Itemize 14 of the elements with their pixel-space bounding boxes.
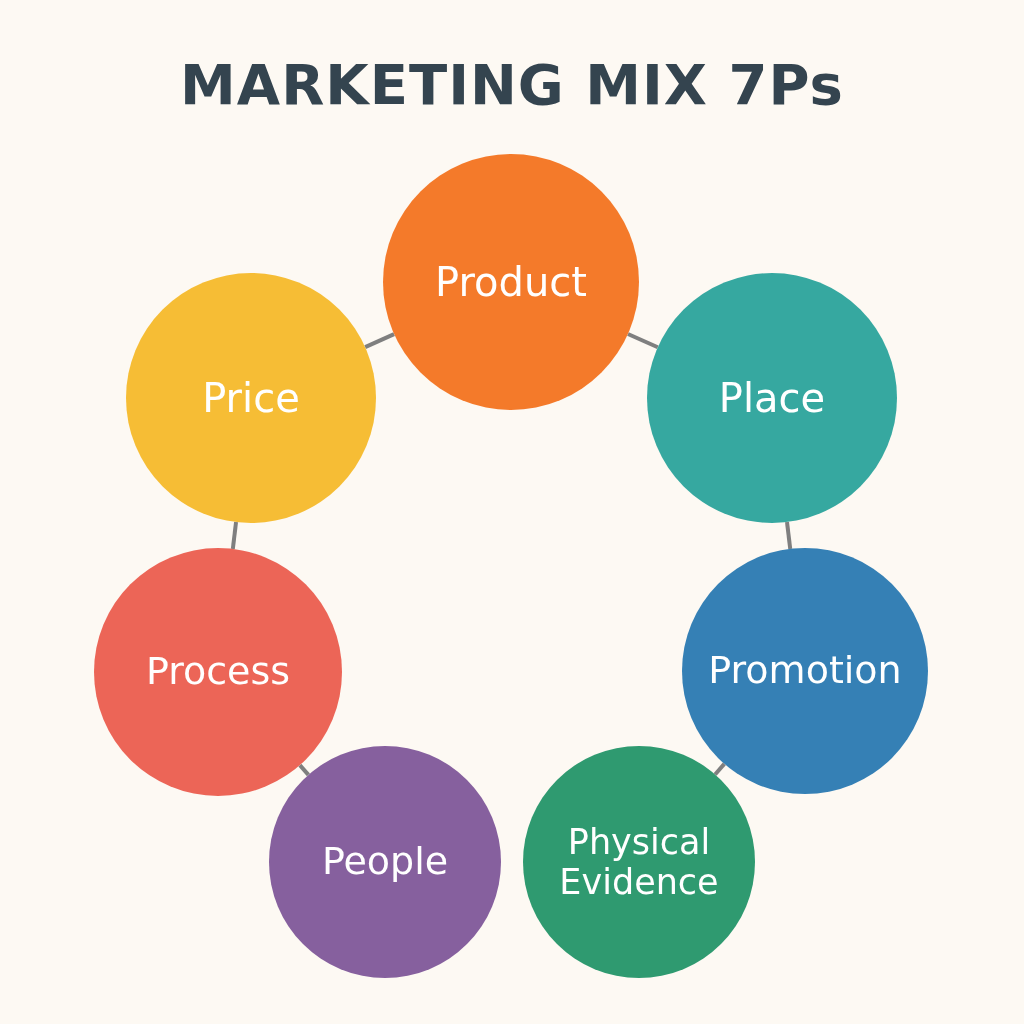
connector-line bbox=[785, 521, 793, 550]
circle-label: Place bbox=[718, 375, 826, 421]
connector-line bbox=[364, 332, 395, 349]
connector-line bbox=[298, 763, 310, 777]
diagram-title: MARKETING MIX 7Ps bbox=[180, 52, 844, 117]
circle-label: Process bbox=[145, 650, 291, 694]
circle-label: People bbox=[321, 840, 449, 884]
circle-label: Product bbox=[435, 259, 587, 305]
connector-line bbox=[230, 521, 239, 550]
circle-label: Promotion bbox=[708, 649, 902, 693]
circle-label: Price bbox=[202, 375, 300, 421]
connector-line bbox=[627, 332, 659, 350]
connector-line bbox=[713, 762, 726, 776]
circle-label: Physical Evidence bbox=[558, 821, 720, 903]
